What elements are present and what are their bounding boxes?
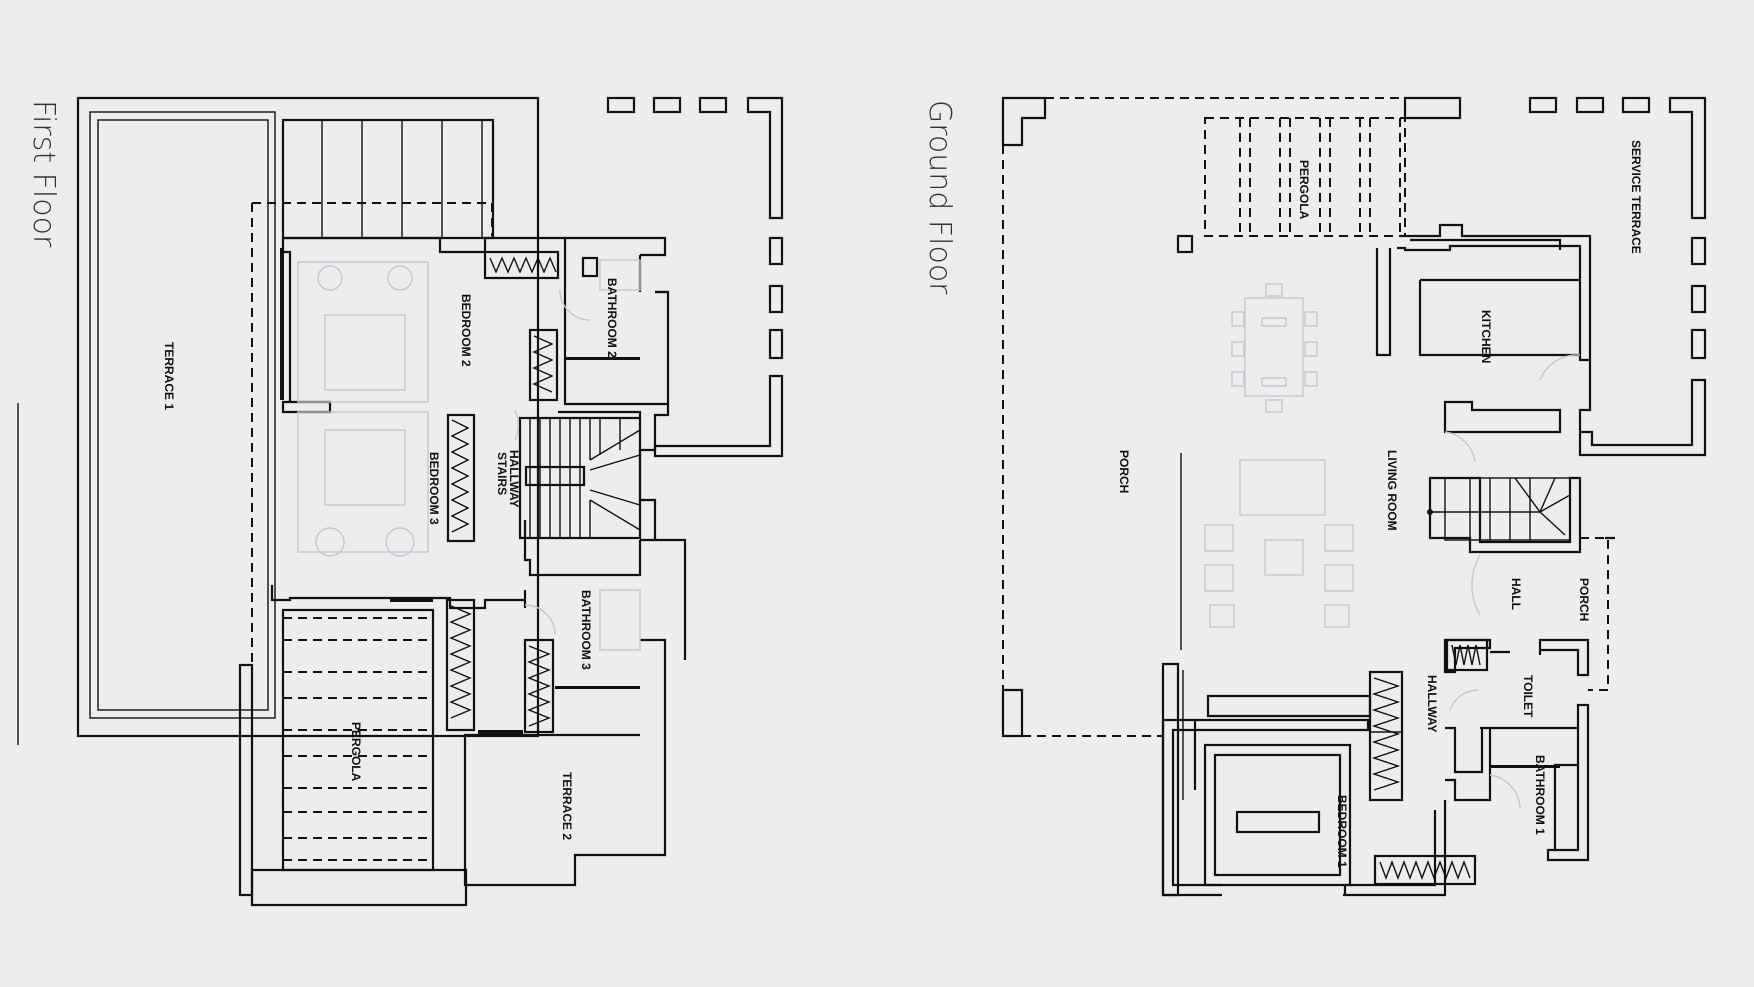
bedroom1-bed (1203, 743, 1352, 887)
label-service-terrace: SERVICE TERRACE (1629, 140, 1643, 254)
wardrobe-toilet (1445, 638, 1489, 672)
wardrobe-hallway (528, 328, 559, 402)
ground-floor-stairs (1427, 477, 1571, 541)
label-bathroom-1: BATHROOM 1 (1533, 755, 1547, 835)
first-floor-plan: TERRACE 1 BEDROOM 2 BATHROOM 2 BEDROOM 3… (76, 96, 784, 907)
bedroom1-bathroom-walls (1161, 638, 1590, 897)
porch-column-lines (1180, 453, 1184, 800)
label-bathroom-2: BATHROOM 2 (605, 278, 619, 358)
living-room-furniture (1204, 459, 1354, 628)
top-pergola-slats (281, 118, 495, 240)
bathroom2-partition (565, 357, 640, 360)
terrace1-outer-wall (76, 96, 540, 738)
label-bathroom-3: BATHROOM 3 (579, 590, 593, 670)
wardrobe-bedroom1 (1373, 854, 1477, 886)
pergola-slats (238, 608, 468, 907)
label-toilet: TOILET (1521, 675, 1535, 718)
label-kitchen: KITCHEN (1479, 310, 1493, 363)
label-hall: HALL (1509, 578, 1523, 610)
bedroom3-furniture (297, 411, 429, 557)
bedroom2-exterior-wall (280, 248, 284, 400)
ground-floor-title: Ground Floor (922, 100, 957, 295)
label-pergola-ground-floor: PERGOLA (1297, 160, 1311, 220)
hallway-partitions (1193, 694, 1372, 790)
ground-floor-plan: PERGOLA SERVICE TERRACE KITCHEN PORCH LI… (1001, 96, 1707, 897)
label-hallway-ground-floor: HALLWAY (1425, 675, 1439, 733)
wardrobe-hallway-ground (1368, 670, 1404, 802)
bathroom3-partition (555, 686, 640, 689)
first-floor-title: First Floor (26, 100, 61, 248)
kitchen-walls (1375, 223, 1707, 457)
wardrobe-bathroom3 (523, 638, 555, 734)
label-bedroom-2: BEDROOM 2 (459, 294, 473, 367)
label-terrace-2: TERRACE 2 (560, 772, 574, 840)
wardrobe-bedroom3 (446, 413, 476, 543)
label-hallway-first-floor: HALLWAY (507, 450, 521, 508)
wardrobe-pergola-side (445, 598, 476, 732)
label-pergola-first-floor: PERGOLA (349, 722, 363, 782)
label-porch-main: PORCH (1117, 450, 1131, 493)
terrace1-inner-wall (89, 111, 276, 719)
bathroom1-partition (1490, 765, 1560, 768)
terrace2-wall-cap (478, 730, 523, 734)
label-living-room: LIVING ROOM (1385, 450, 1399, 531)
pergola-wall-cap (390, 598, 433, 602)
ground-floor-porch-outline (1002, 97, 1405, 737)
ground-door-swings (1444, 354, 1581, 809)
ground-floor-porch-frame (1001, 96, 1047, 147)
terrace1-inner-wall-2 (97, 119, 269, 711)
label-bedroom-3: BEDROOM 3 (427, 452, 441, 525)
label-stairs: STAIRS (495, 452, 509, 495)
first-floor-roof-outline (251, 202, 493, 870)
kitchen-counter (1410, 238, 1562, 250)
porch-corner-bottom (1001, 688, 1024, 738)
label-porch-entry: PORCH (1577, 578, 1591, 621)
first-floor-door-swings (514, 289, 591, 636)
first-floor-facade-markers (606, 96, 784, 458)
pergola-top-beam (1403, 96, 1462, 120)
wardrobe-bedroom2 (483, 250, 560, 280)
ground-pergola-slats (1176, 117, 1406, 254)
bathroom-fixtures-first-floor (581, 256, 641, 651)
dining-set (1231, 283, 1318, 413)
bedroom2-furniture (297, 261, 429, 403)
ground-floor-facade-markers (1528, 96, 1707, 360)
label-bedroom-1: BEDROOM 1 (1335, 795, 1349, 868)
left-column-wall (1161, 662, 1180, 897)
first-floor-stairs (518, 416, 642, 540)
label-terrace-1: TERRACE 1 (162, 342, 176, 410)
living-room-walls (1428, 400, 1615, 554)
